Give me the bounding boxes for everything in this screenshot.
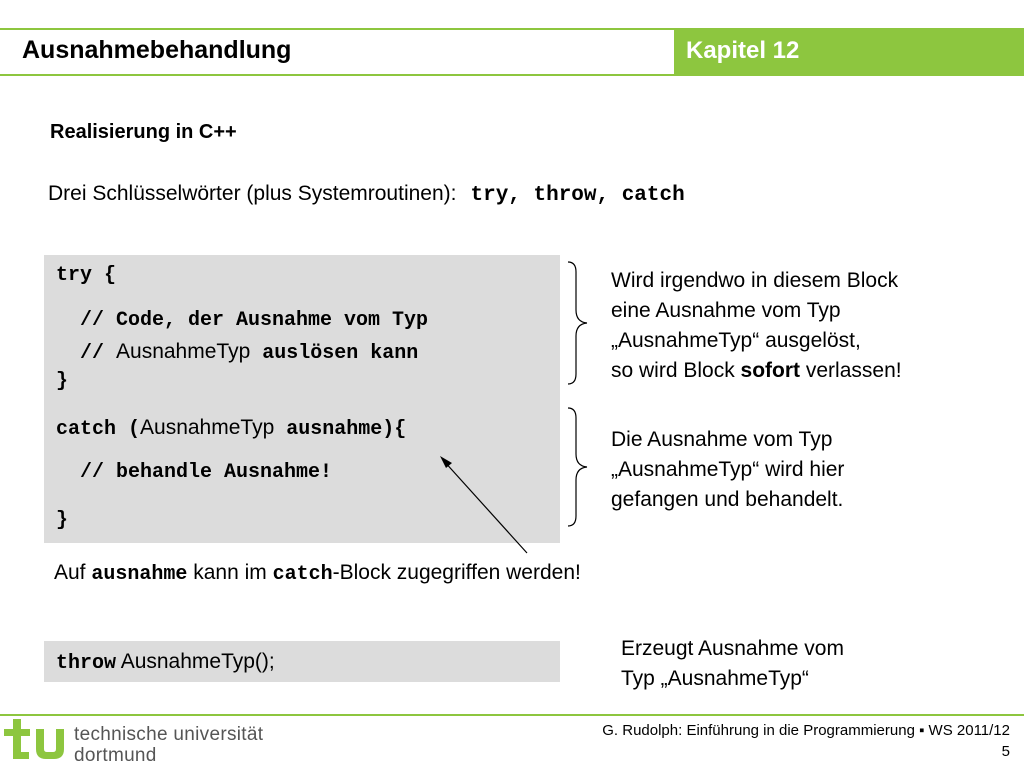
section-heading: Realisierung in C++ xyxy=(50,121,237,143)
code-catch-type: AusnahmeTyp xyxy=(140,416,275,439)
try-block-note: Wird irgendwo in diesem Block eine Ausna… xyxy=(611,266,902,386)
throw-code-block xyxy=(44,641,560,682)
right-curly-brace-icon xyxy=(567,261,588,385)
code-throw-keyword: throw xyxy=(56,652,117,675)
tu-dortmund-logo-icon xyxy=(4,719,64,759)
code-line-close-try: } xyxy=(56,370,69,393)
code-line-comment-1: // Code, der Ausnahme vom Typ xyxy=(56,309,429,332)
arrow-icon xyxy=(442,459,528,554)
access-note: Auf ausnahme kann im catch-Block zugegri… xyxy=(54,561,581,586)
university-name-line-1: technische universität xyxy=(74,724,264,745)
keywords-line: Drei Schlüsselwörter (plus Systemroutine… xyxy=(48,182,685,207)
catch-block-note: Die Ausnahme vom Typ „AusnahmeTyp“ wird … xyxy=(611,425,844,515)
throw-note-line-1: Erzeugt Ausnahme vom xyxy=(621,637,844,660)
access-middle: kann im xyxy=(187,561,273,584)
throw-note: Erzeugt Ausnahme vom Typ „AusnahmeTyp“ xyxy=(621,634,844,694)
code-catch-suffix: ausnahme){ xyxy=(274,418,407,441)
try-note-prefix: so wird Block xyxy=(611,359,741,382)
access-prefix: Auf xyxy=(54,561,92,584)
try-note-line-1: Wird irgendwo in diesem Block xyxy=(611,269,899,292)
keywords-text: Drei Schlüsselwörter (plus Systemroutine… xyxy=(48,182,457,205)
code-line-throw: throw AusnahmeTyp(); xyxy=(56,650,275,675)
header-top-rule xyxy=(0,28,1024,30)
page-number: 5 xyxy=(1001,743,1010,760)
footer-credit: G. Rudolph: Einführung in die Programmie… xyxy=(602,722,1010,739)
slide-title: Ausnahmebehandlung xyxy=(22,36,292,64)
code-line-comment-2: // AusnahmeTyp auslösen kann xyxy=(56,340,418,365)
code-line-catch: catch (AusnahmeTyp ausnahme){ xyxy=(56,416,406,441)
try-note-bold: sofort xyxy=(740,359,801,382)
access-code-ausnahme: ausnahme xyxy=(91,563,188,586)
catch-note-line-1: Die Ausnahme vom Typ xyxy=(611,428,833,451)
footer-rule xyxy=(0,714,1024,716)
try-note-line-4: so wird Block sofort verlassen! xyxy=(611,356,902,386)
catch-note-line-3: gefangen und behandelt. xyxy=(611,488,844,511)
throw-note-line-2: Typ „AusnahmeTyp“ xyxy=(621,667,809,690)
try-note-line-3: „AusnahmeTyp“ ausgelöst, xyxy=(611,329,861,352)
right-curly-brace-icon xyxy=(567,407,588,527)
code-type-name: AusnahmeTyp xyxy=(116,340,251,363)
access-code-catch: catch xyxy=(272,563,333,586)
access-suffix: -Block zugegriffen werden! xyxy=(332,561,581,584)
university-name-line-2: dortmund xyxy=(74,745,157,766)
code-comment-suffix: auslösen kann xyxy=(250,342,419,365)
catch-note-line-2: „AusnahmeTyp“ wird hier xyxy=(611,458,845,481)
header-bottom-rule xyxy=(0,74,1024,76)
code-catch-prefix: catch ( xyxy=(56,418,141,441)
try-note-line-2: eine Ausnahme vom Typ xyxy=(611,299,841,322)
code-comment-prefix: // xyxy=(56,342,117,365)
keywords-code: try, throw, catch xyxy=(470,184,685,207)
code-line-try: try { xyxy=(56,264,117,287)
arrowhead-icon xyxy=(440,456,452,468)
chapter-badge: Kapitel 12 xyxy=(674,29,1024,74)
code-line-handle: // behandle Ausnahme! xyxy=(56,461,333,484)
code-line-close-catch: } xyxy=(56,509,69,532)
code-throw-rest: AusnahmeTyp(); xyxy=(116,650,275,673)
try-note-suffix: verlassen! xyxy=(800,359,902,382)
chapter-label: Kapitel 12 xyxy=(686,37,800,64)
